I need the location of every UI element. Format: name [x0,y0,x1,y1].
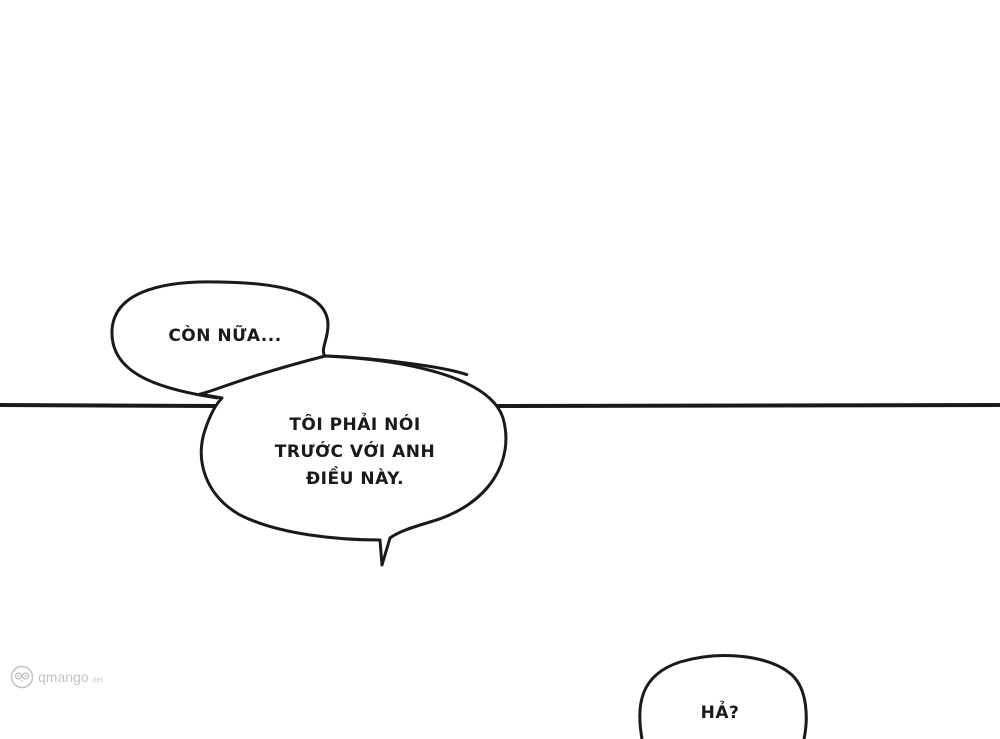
bubble-2-line-3: ĐIỀU NÀY. [305,469,405,489]
bubble-2-line-2: TRƯỚC VỚI ANH [274,442,436,462]
bubble-2-text: TÔI PHẢI NÓI TRƯỚC VỚI ANH ĐIỀU NÀY. [255,412,455,493]
watermark-name: qmango [38,669,89,685]
bubble-3-line-1: HẢ? [700,703,740,723]
bubble-1-text: CÒN NỮA... [150,326,300,346]
bubble-1-line-1: CÒN NỮA... [168,326,282,346]
horizon-line [0,403,1000,408]
bubble-2-line-1: TÔI PHẢI NÓI [289,415,421,435]
watermark-tld: .net [90,677,103,684]
bubble-3-text: HẢ? [680,703,760,723]
watermark: qmango .net [10,664,102,690]
speech-bubble-3 [638,654,808,739]
watermark-text: qmango .net [38,669,102,685]
owl-logo-icon [10,665,34,689]
speech-bubble-2 [198,354,508,567]
